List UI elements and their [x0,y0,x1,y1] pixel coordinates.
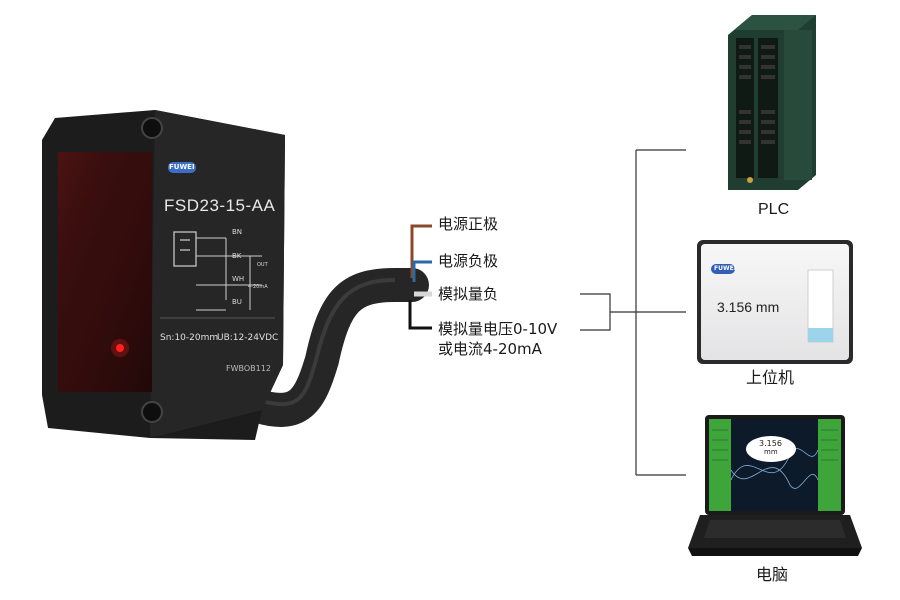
brand-badge [168,162,196,173]
sensor-wire-bk: BK [232,252,242,260]
host-brand: FUWEI [714,265,736,272]
sensor-out-label: OUT [257,262,268,268]
wire-label-analog-output-line2: 或电流4-20mA [438,340,542,358]
host-label: 上位机 [746,368,795,387]
wire-black [408,300,432,330]
wire-label-power-negative: 电源负极 [438,252,499,270]
laptop-reading-unit: mm [764,448,778,456]
plc-label: PLC [758,201,790,218]
wire-blue [412,260,432,282]
sensor-model: FSD23-15-AA [164,196,276,215]
sensor-cable [238,268,429,427]
sensor-brand: FUWEI [169,163,195,171]
host-brand-badge [711,264,735,274]
wire-label-analog-negative: 模拟量负 [438,285,499,303]
wire-label-analog-output: 模拟量电压0-10V [438,320,558,338]
led-indicator [116,344,124,352]
host-reading: 3.156 mm [717,299,780,315]
sensor-body [42,110,285,440]
mount-hole-bottom [141,401,163,423]
sensor-spec-range: Sn:10-20mm [160,333,219,343]
host-display-device [697,240,853,364]
pc-label: 电脑 [756,565,789,584]
mount-hole-top [141,117,163,139]
laptop-reading-value: 3.156 [759,439,782,448]
sensor-wire-bu: BU [232,298,242,306]
sensor-serial: FWBOB112 [226,364,271,373]
wire-label-power-positive: 电源正极 [438,215,499,233]
host-level-fill [808,328,833,342]
sensor-current-label: 4-20mA [248,284,268,290]
sensor-wire-bn: BN [232,228,243,236]
wire-brown [410,224,432,278]
laptop-reading-bubble [746,436,796,462]
laptop-device [688,415,862,556]
sensor-wire-wh: WH [232,275,245,283]
plc-device [728,15,816,190]
connector-line [580,149,686,476]
sensor-spec-voltage: UB:12-24VDC [217,333,279,343]
